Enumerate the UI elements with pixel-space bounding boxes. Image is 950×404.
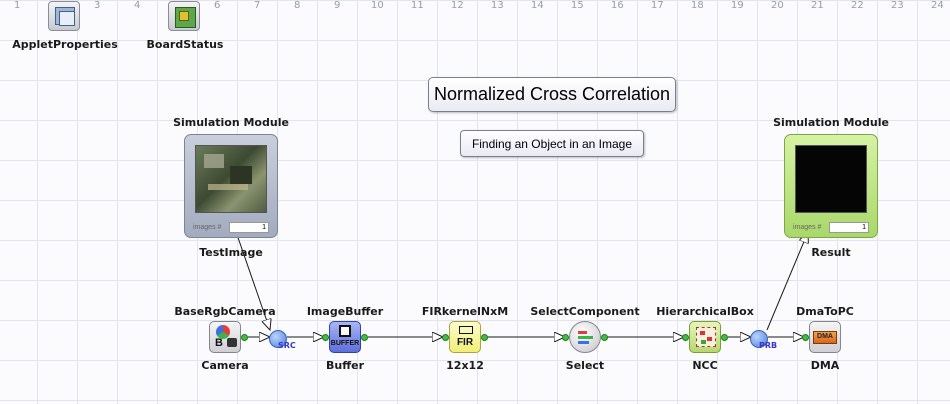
dma-input-port[interactable] (802, 334, 809, 341)
camera-output-port[interactable] (241, 334, 248, 341)
board-status-label: BoardStatus (146, 38, 224, 51)
fir-input-port[interactable] (442, 334, 449, 341)
sim-right-footer: images # 1 (793, 221, 869, 233)
sim-left-footer-label: images # (193, 223, 222, 231)
ncc-input-port[interactable] (682, 334, 689, 341)
sim-right-name: Result (811, 246, 851, 259)
camera-glyph: B (215, 337, 223, 349)
ruler-number: 18 (691, 0, 704, 11)
dma-glyph: DMA (817, 333, 833, 340)
src-bubble-label: SRC (278, 341, 296, 350)
ruler-number: 13 (491, 0, 504, 11)
wire-prb-result (766, 232, 808, 331)
simulation-module-testimage[interactable]: images # 1 (184, 134, 278, 238)
ruler-number: 12 (451, 0, 464, 11)
ncc-output-port[interactable] (721, 334, 728, 341)
operator-name-buffer: Buffer (325, 359, 365, 372)
ruler-number: 1 (14, 0, 21, 11)
fir-icon (459, 326, 473, 334)
ruler-number: 17 (651, 0, 664, 11)
sim-right-header: Simulation Module (773, 116, 889, 129)
wire-testimage-src (233, 225, 270, 330)
ruler-number: 24 (931, 0, 944, 11)
buffer-glyph: BUFFER (330, 340, 360, 347)
operator-type-dma: DmaToPC (796, 305, 854, 318)
result-image-preview (795, 145, 867, 213)
ruler-number: 19 (731, 0, 744, 11)
ruler-number: 7 (254, 0, 261, 11)
fir-output-port[interactable] (481, 334, 488, 341)
sim-left-name: TestImage (199, 246, 263, 259)
sim-left-header: Simulation Module (173, 116, 289, 129)
ruler-number: 6 (214, 0, 221, 11)
diagram-title: Normalized Cross Correlation (433, 84, 671, 104)
ruler-number: 8 (294, 0, 301, 11)
sim-left-footer: images # 1 (193, 221, 269, 233)
simulation-module-result[interactable]: images # 1 (784, 134, 878, 238)
prb-bubble[interactable] (750, 330, 768, 348)
select-icon (578, 331, 587, 334)
select-node[interactable] (569, 321, 601, 353)
ruler-number: 9 (334, 0, 341, 11)
fir-node[interactable]: FIR (449, 321, 481, 353)
hierarchical-box-icon (696, 327, 716, 347)
dma-icon: DMA (813, 331, 837, 344)
operator-type-buffer: ImageBuffer (306, 305, 384, 318)
operator-name-select: Select (565, 359, 605, 372)
ncc-node[interactable] (689, 321, 721, 353)
operator-name-camera: Camera (201, 359, 249, 372)
operator-type-fir: FIRkernelNxM (421, 305, 509, 318)
ruler-number: 14 (531, 0, 544, 11)
camera-node[interactable]: B (209, 321, 241, 353)
board-status-icon (168, 1, 200, 31)
dma-node[interactable]: DMA (809, 321, 841, 353)
operator-name-ncc: NCC (692, 359, 718, 372)
ruler-number: 21 (811, 0, 824, 11)
select-output-port[interactable] (601, 334, 608, 341)
sim-right-count[interactable]: 1 (829, 221, 869, 233)
ruler-number: 20 (771, 0, 784, 11)
rgb-circle-icon (216, 325, 230, 339)
buffer-output-port[interactable] (361, 334, 368, 341)
diagram-title-box[interactable]: Normalized Cross Correlation (428, 77, 676, 112)
applet-properties-label: AppletProperties (12, 38, 118, 51)
ruler-number: 3 (94, 0, 101, 11)
test-image-preview (195, 145, 267, 213)
operator-type-camera: BaseRgbCamera (174, 305, 276, 318)
diagram-subtitle-box[interactable]: Finding an Object in an Image (460, 130, 644, 157)
buffer-node[interactable]: BUFFER (329, 321, 361, 353)
ruler-number: 16 (611, 0, 624, 11)
buffer-input-port[interactable] (322, 334, 329, 341)
sim-right-footer-label: images # (793, 223, 822, 231)
diagram-subtitle: Finding an Object in an Image (471, 136, 633, 151)
ruler-number: 22 (851, 0, 864, 11)
operator-name-fir: 12x12 (446, 359, 484, 372)
prb-bubble-label: PRB (759, 341, 778, 350)
ruler-number: 11 (411, 0, 424, 11)
sim-left-count[interactable]: 1 (229, 221, 269, 233)
operator-name-dma: DMA (810, 359, 840, 372)
buffer-icon (339, 325, 351, 337)
ruler-number: 10 (371, 0, 384, 11)
applet-properties-icon (48, 1, 80, 31)
src-bubble[interactable] (269, 330, 287, 348)
operator-type-ncc: HierarchicalBox (656, 305, 754, 318)
fir-glyph: FIR (456, 337, 474, 348)
ruler-number: 15 (571, 0, 584, 11)
ruler-number: 4 (134, 0, 141, 11)
select-input-port[interactable] (562, 334, 569, 341)
ruler-number: 23 (891, 0, 904, 11)
operator-type-select: SelectComponent (530, 305, 640, 318)
camera-icon (227, 338, 237, 347)
